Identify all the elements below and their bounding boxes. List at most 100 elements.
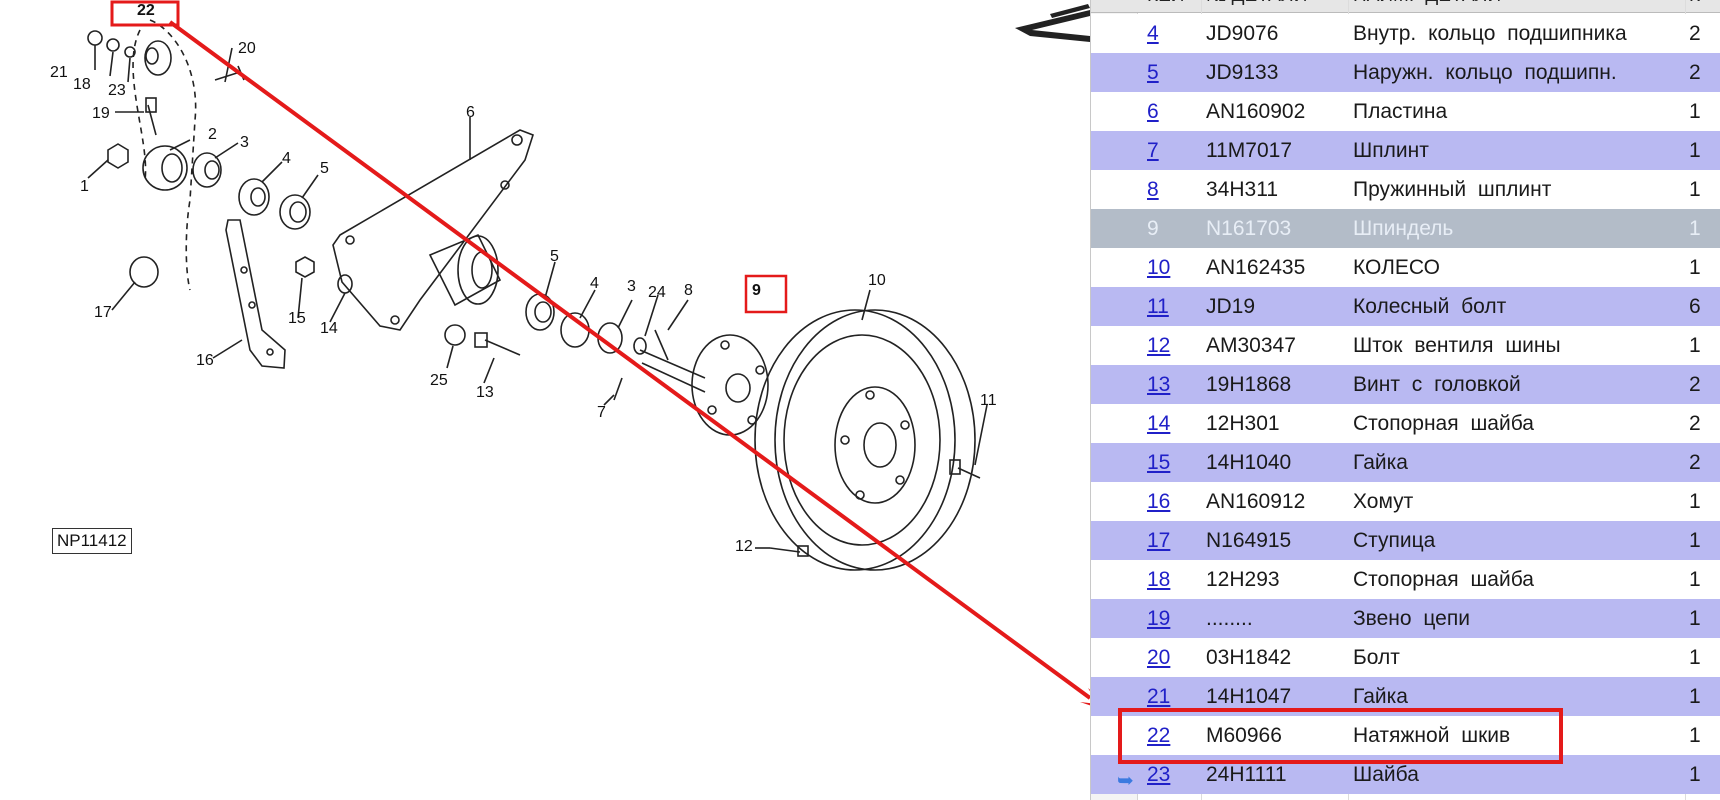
row-qty: 1 — [1689, 217, 1701, 240]
row-qty: 6 — [1689, 295, 1701, 318]
row-key-link[interactable]: 8 — [1147, 178, 1159, 201]
row-qty: 2 — [1689, 412, 1701, 435]
header-key[interactable]: КЕЙ — [1147, 0, 1187, 12]
row-part-no: 12H293 — [1206, 568, 1280, 591]
row-key-link[interactable]: 20 — [1147, 646, 1171, 669]
header-part-no[interactable]: № ДЕТАЛИ — [1206, 0, 1346, 12]
row-part-no: M60966 — [1206, 724, 1282, 747]
highlight-box — [1118, 708, 1563, 764]
row-key-link[interactable]: 10 — [1147, 256, 1171, 279]
row-part-no: 12H301 — [1206, 412, 1280, 435]
row-key-link[interactable]: 22 — [1147, 724, 1171, 747]
row-key-link[interactable]: 11 — [1147, 295, 1169, 318]
callout-25: 25 — [430, 372, 448, 389]
row-part-name: Гайка — [1353, 451, 1408, 474]
row-key-link[interactable]: 13 — [1147, 373, 1171, 396]
parts-table: КЕЙ № ДЕТАЛИ НАИМ. ДЕТАЛИ К 4JD9076Внутр… — [1090, 0, 1720, 800]
header-qty[interactable]: К — [1689, 0, 1720, 12]
row-key-link[interactable]: 17 — [1147, 529, 1171, 552]
row-part-name: Болт — [1353, 646, 1400, 669]
row-key-link[interactable]: 19 — [1147, 607, 1171, 630]
row-key-link[interactable]: 15 — [1147, 451, 1171, 474]
row-part-name: Ступица — [1353, 529, 1436, 552]
row-part-name: Натяжной шкив — [1353, 724, 1511, 747]
diagram-code-label: NP11412 — [52, 528, 132, 554]
table-row[interactable]: 20 03H1842 Болт 1 — [1091, 638, 1720, 677]
callout-13: 13 — [476, 384, 494, 401]
callout-2: 2 — [208, 126, 217, 143]
callout-4b: 4 — [590, 275, 599, 292]
callout-16: 16 — [196, 352, 214, 369]
diagram-drawing — [87, 0, 1090, 706]
row-part-name: Звено цепи — [1353, 607, 1470, 630]
row-part-name: Хомут — [1353, 490, 1414, 513]
row-qty: 1 — [1689, 607, 1701, 630]
callout-24: 24 — [648, 284, 666, 301]
table-header: КЕЙ № ДЕТАЛИ НАИМ. ДЕТАЛИ К — [1091, 0, 1720, 13]
row-key-link[interactable]: 23 — [1147, 763, 1171, 786]
header-name[interactable]: НАИМ. ДЕТАЛИ — [1353, 0, 1683, 12]
row-qty: 1 — [1689, 139, 1701, 162]
callout-20: 20 — [238, 40, 256, 57]
current-row-arrow-icon: ➥ — [1117, 770, 1134, 792]
callout-21: 21 — [50, 64, 68, 81]
callout-4: 4 — [282, 150, 291, 167]
callout-14: 14 — [320, 320, 338, 337]
row-part-no: JD9076 — [1206, 22, 1279, 45]
callout-10: 10 — [868, 272, 886, 289]
row-part-name: Винт с головкой — [1353, 373, 1521, 396]
callout-15: 15 — [288, 310, 306, 327]
row-part-no: N164915 — [1206, 529, 1292, 552]
row-part-name: Шайба — [1353, 763, 1419, 786]
row-part-no: 34H311 — [1206, 178, 1279, 201]
row-part-no: 14H1040 — [1206, 451, 1292, 474]
row-key-link[interactable]: 18 — [1147, 568, 1171, 591]
row-part-no: 03H1842 — [1206, 646, 1292, 669]
row-part-no: JD19 — [1206, 295, 1256, 318]
row-key-link[interactable]: 9 — [1147, 217, 1159, 240]
row-part-no: 11M7017 — [1206, 139, 1293, 162]
parts-diagram: 22 20 21 18 23 19 1 2 3 4 5 6 17 15 14 1… — [50, 0, 1090, 706]
row-key-link[interactable]: 4 — [1147, 22, 1159, 45]
row-key-link[interactable]: 6 — [1147, 100, 1159, 123]
callout-8: 8 — [684, 282, 693, 299]
row-qty: 1 — [1689, 646, 1701, 669]
row-key-link[interactable]: 5 — [1147, 61, 1159, 84]
row-part-name: Стопорная шайба — [1353, 568, 1534, 591]
row-part-name: Шток вентиля шины — [1353, 334, 1561, 357]
callout-6: 6 — [466, 104, 475, 121]
row-key-link[interactable]: 7 — [1147, 139, 1159, 162]
row-part-no: JD9133 — [1206, 61, 1279, 84]
table-row[interactable]: 17 N164915 Ступица 1 — [1091, 521, 1720, 560]
row-key-link[interactable]: 16 — [1147, 490, 1171, 513]
row-qty: 1 — [1689, 256, 1701, 279]
row-qty: 1 — [1689, 763, 1701, 786]
callout-9: 9 — [752, 282, 761, 299]
row-key-link[interactable]: 12 — [1147, 334, 1171, 357]
row-qty: 1 — [1689, 529, 1701, 552]
row-part-name: Наружн. кольцо подшипн. — [1353, 61, 1617, 84]
row-qty: 1 — [1689, 334, 1701, 357]
row-part-name: Шпиндель — [1353, 217, 1454, 240]
row-key-link[interactable]: 21 — [1147, 685, 1171, 708]
row-qty: 1 — [1689, 100, 1701, 123]
row-qty: 2 — [1689, 373, 1701, 396]
table-row[interactable]: 19........ Звено цепи 1 — [1091, 599, 1720, 638]
row-part-no: ........ — [1206, 607, 1253, 630]
row-key-link[interactable]: 14 — [1147, 412, 1171, 435]
